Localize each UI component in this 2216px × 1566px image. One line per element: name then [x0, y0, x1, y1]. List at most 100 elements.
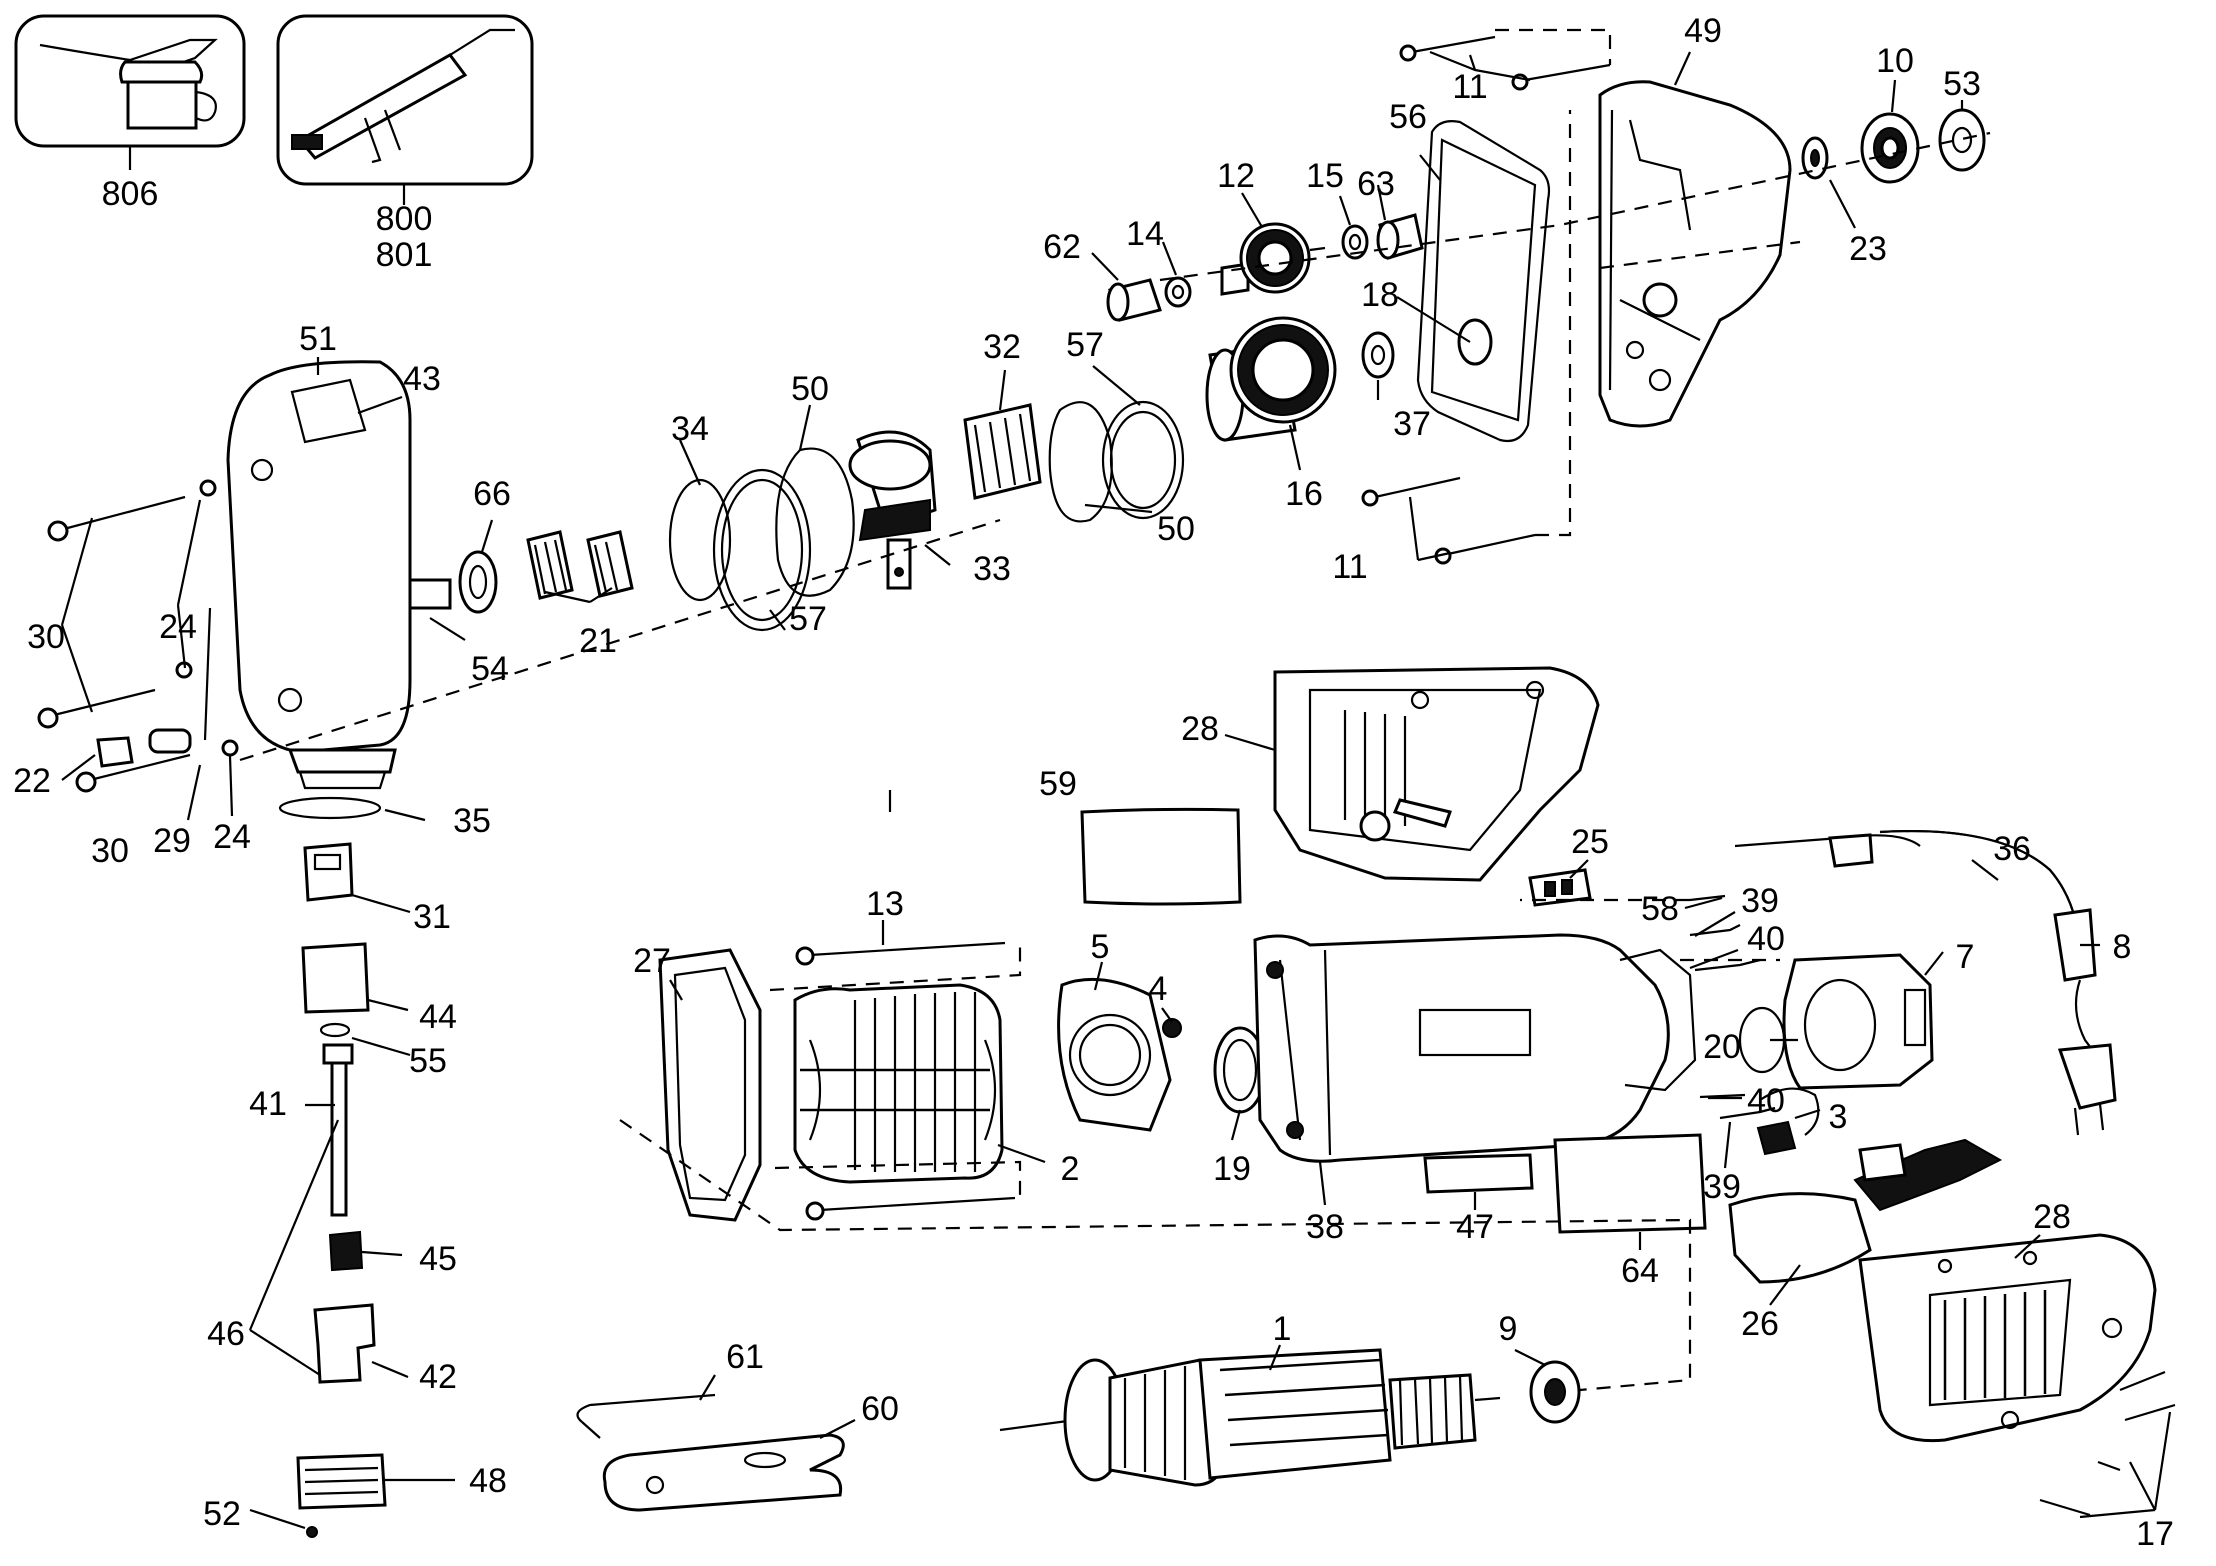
hex-key-and-plate [576, 1393, 845, 1512]
label-51: 51 [299, 320, 337, 358]
terminals [1520, 894, 1820, 1156]
label-9: 9 [1499, 1310, 1518, 1348]
label-44: 44 [419, 998, 457, 1036]
gear-cover [1416, 80, 1986, 443]
handle-28-lower [1858, 1233, 2176, 1517]
label-33: 33 [973, 550, 1011, 588]
label-3: 3 [1829, 1098, 1848, 1136]
label-8: 8 [2113, 928, 2132, 966]
label-34: 34 [671, 410, 709, 448]
label-62: 62 [1043, 228, 1081, 266]
vertical-stack [278, 796, 387, 1538]
label-49: 49 [1684, 12, 1722, 50]
armature-1 [619, 1119, 1692, 1487]
label-20: 20 [1703, 1028, 1741, 1066]
bearings-21-washer-66 [458, 530, 634, 614]
label-40: 40 [1747, 1082, 1785, 1120]
label-plate-64 [1553, 1133, 1707, 1234]
label-801: 801 [376, 236, 433, 274]
label-38: 38 [1306, 1208, 1344, 1246]
label-2: 2 [1061, 1150, 1080, 1188]
upper-centerlines [239, 131, 1991, 762]
label-36: 36 [1993, 830, 2031, 868]
label-1: 1 [1273, 1310, 1292, 1348]
label-48: 48 [469, 1462, 507, 1500]
label-41: 41 [249, 1085, 287, 1123]
middle-ring-stack [668, 403, 1042, 632]
accessory-grease-gun-box [276, 14, 534, 186]
label-55: 55 [409, 1042, 447, 1080]
label-56: 56 [1389, 98, 1427, 136]
label-4: 4 [1149, 970, 1168, 1008]
label-24: 24 [213, 818, 251, 856]
label-53: 53 [1943, 65, 1981, 103]
label-25: 25 [1571, 823, 1609, 861]
accessory-oiler-box [14, 14, 246, 148]
label-800: 800 [376, 200, 433, 238]
label-12: 12 [1217, 157, 1255, 195]
label-30: 30 [27, 618, 65, 656]
label-26: 26 [1741, 1305, 1779, 1343]
callout-labels: 806 800 801 51 43 30 24 22 30 29 24 54 6… [13, 12, 2174, 1553]
label-22: 22 [13, 762, 51, 800]
gear-housing [226, 360, 452, 790]
brush-holder-7 [1782, 953, 1934, 1090]
label-10: 10 [1876, 42, 1914, 80]
label-11: 11 [1332, 548, 1367, 586]
label-35: 35 [453, 802, 491, 840]
label-64: 64 [1621, 1252, 1659, 1290]
label-50: 50 [1157, 510, 1195, 548]
gear-16-rings [1048, 316, 1337, 523]
label-28: 28 [2033, 1198, 2071, 1236]
through-bolts-13 [769, 941, 1022, 1221]
label-29: 29 [153, 822, 191, 860]
label-43: 43 [403, 360, 441, 398]
label-42: 42 [419, 1358, 457, 1396]
label-39: 39 [1703, 1168, 1741, 1206]
small-gear-parts [1106, 213, 1424, 379]
label-46: 46 [207, 1315, 245, 1353]
label-7: 7 [1956, 938, 1975, 976]
screws-11 [1361, 28, 1612, 565]
label-52: 52 [203, 1495, 241, 1533]
label-30: 30 [91, 832, 129, 870]
label-50: 50 [791, 370, 829, 408]
motor-housing-upper [1273, 666, 1600, 882]
switch-trigger-26 [1728, 1138, 2003, 1284]
label-39: 39 [1741, 882, 1779, 920]
label-16: 16 [1285, 475, 1323, 513]
label-31: 31 [413, 898, 451, 936]
label-18: 18 [1361, 276, 1399, 314]
label-17: 17 [2136, 1515, 2174, 1553]
label-28: 28 [1181, 710, 1219, 748]
label-58: 58 [1641, 890, 1679, 928]
label-19: 19 [1213, 1150, 1251, 1188]
label-59: 59 [1039, 765, 1077, 803]
label-13: 13 [866, 885, 904, 923]
screws-30-24 [37, 479, 239, 793]
label-14: 14 [1126, 215, 1164, 253]
power-cord [1734, 829, 2117, 1136]
label-15: 15 [1306, 157, 1344, 195]
label-plate-47 [1423, 1153, 1534, 1194]
label-66: 66 [473, 475, 511, 513]
label-plate-59 [1080, 807, 1242, 906]
label-21: 21 [579, 622, 617, 660]
label-23: 23 [1849, 230, 1887, 268]
label-806: 806 [102, 175, 159, 213]
label-40: 40 [1747, 920, 1785, 958]
label-57: 57 [789, 600, 827, 638]
label-63: 63 [1357, 165, 1395, 203]
label-5: 5 [1091, 928, 1110, 966]
label-47: 47 [1456, 1208, 1494, 1246]
label-60: 60 [861, 1390, 899, 1428]
label-24: 24 [159, 608, 197, 646]
label-54: 54 [471, 650, 509, 688]
label-11: 11 [1452, 68, 1487, 106]
leader-lines [60, 50, 2172, 1530]
label-32: 32 [983, 328, 1021, 366]
label-61: 61 [726, 1338, 764, 1376]
field-coil-assembly [658, 948, 1267, 1222]
